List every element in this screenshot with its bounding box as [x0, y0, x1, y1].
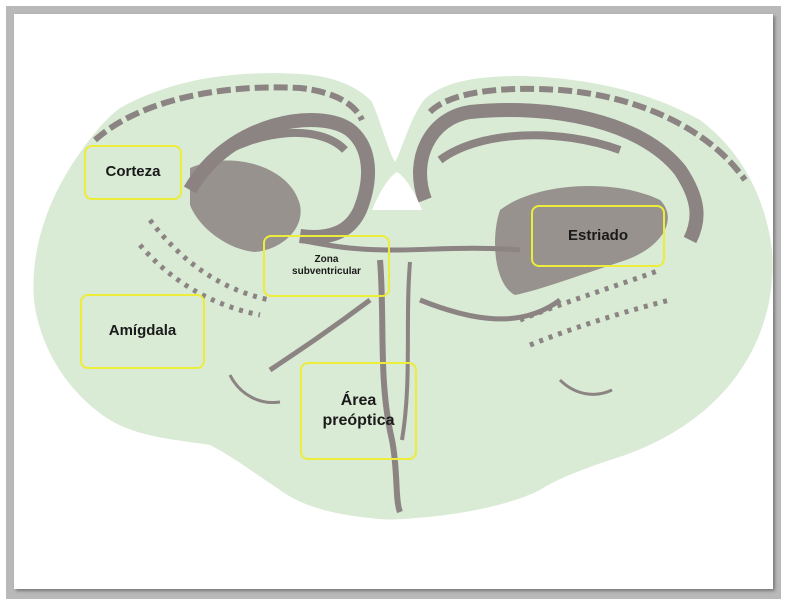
label-estriado: Estriado [531, 205, 665, 267]
label-estriado-text: Estriado [568, 227, 628, 246]
label-amigdala: Amígdala [80, 294, 205, 369]
label-zona-subventricular-text: Zona subventricular [292, 254, 361, 279]
label-amigdala-text: Amígdala [109, 322, 177, 341]
label-area-preoptica-text: Área preóptica [322, 391, 394, 431]
label-corteza: Corteza [84, 145, 182, 200]
label-area-preoptica: Área preóptica [300, 362, 417, 460]
label-zona-subventricular: Zona subventricular [263, 235, 390, 297]
label-corteza-text: Corteza [105, 163, 160, 182]
